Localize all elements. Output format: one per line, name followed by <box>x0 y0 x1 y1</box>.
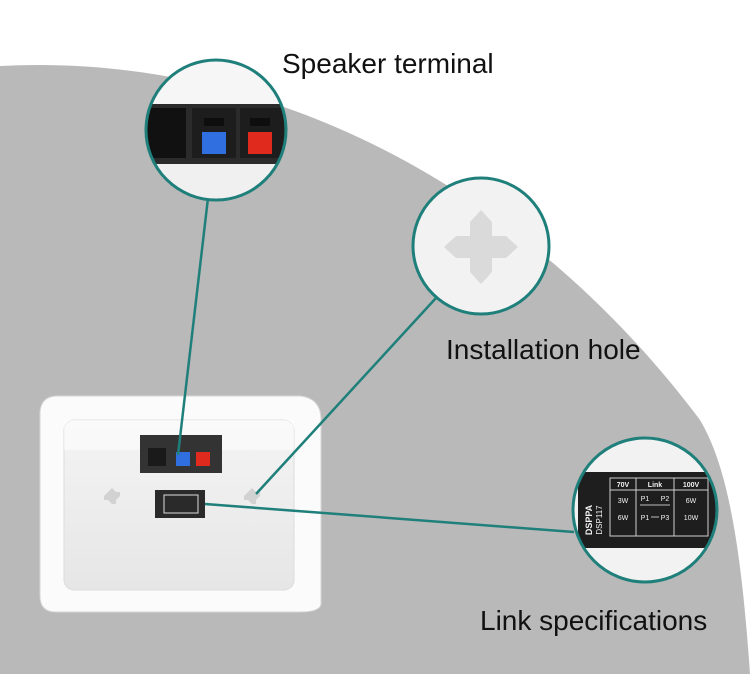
terminal-red-button <box>248 132 272 154</box>
spec-row2-link-a: P1 <box>641 515 650 522</box>
spec-header-100v: 100V <box>683 482 700 489</box>
keyhole-shape <box>444 210 518 284</box>
spec-row2-left: 6W <box>618 515 629 522</box>
spec-model: DSP117 <box>595 505 604 535</box>
spec-row1-left: 3W <box>618 498 629 505</box>
callout-link-specifications: Link specifications <box>480 605 708 636</box>
leader-line-spec <box>204 502 575 534</box>
leader-line-hole <box>255 297 437 495</box>
spec-row2-link-b: P3 <box>661 515 670 522</box>
zoom-link-specifications: DSPPA DSP117 70V Link 100V 3W P1 P2 6W 6… <box>571 436 719 584</box>
spec-row2-right: 10W <box>684 515 699 522</box>
spec-row1-link-b: P2 <box>661 496 670 503</box>
leader-lines <box>176 197 575 534</box>
zoom-speaker-terminal <box>144 58 288 202</box>
spec-header-70v: 70V <box>617 482 630 489</box>
leader-line-terminal <box>176 197 210 456</box>
spec-row1-link-a: P1 <box>641 496 650 503</box>
callout-installation-hole: Installation hole <box>446 334 641 365</box>
panel-mount-hole-left <box>104 488 120 504</box>
zoom-installation-hole <box>411 176 551 316</box>
spec-row1-right: 6W <box>686 498 697 505</box>
spec-header-link: Link <box>648 482 662 489</box>
speaker-panel <box>39 395 322 613</box>
terminal-blue-button <box>202 132 226 154</box>
callout-speaker-terminal: Speaker terminal <box>282 48 494 79</box>
panel-mount-hole-right <box>244 488 260 504</box>
spec-brand: DSPPA <box>584 504 594 535</box>
